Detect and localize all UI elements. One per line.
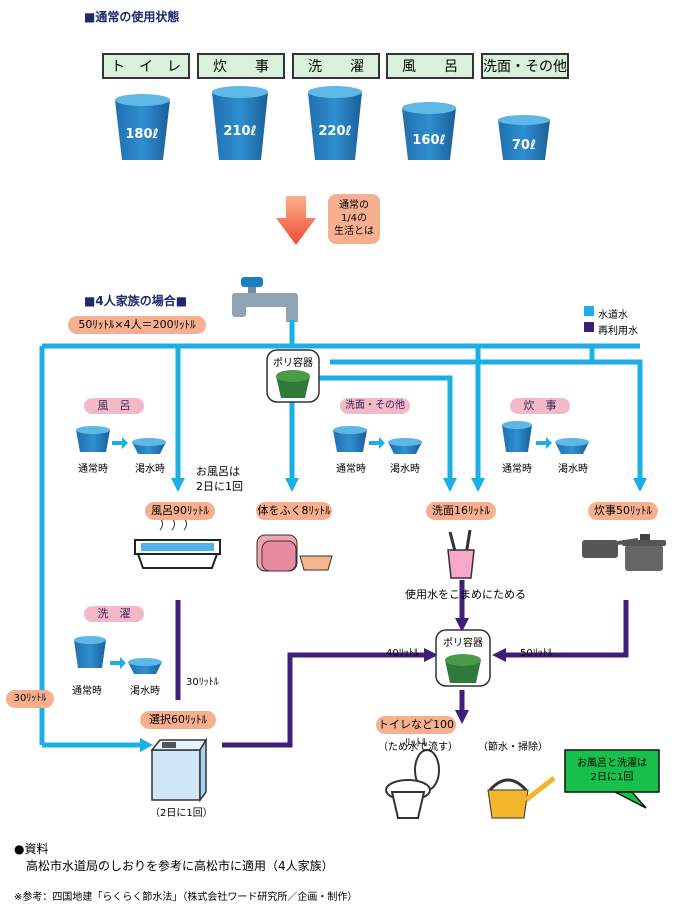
callout-text: お風呂と洗濯は 2日に1回 (577, 758, 647, 783)
use-laundry: 選択60ﾘｯﾄﾙ (140, 711, 216, 729)
group-wash: 洗面・その他 (340, 398, 410, 414)
cook-drought-label: 渇水時 (558, 464, 588, 475)
cup-toilet-icon (115, 94, 170, 160)
tap-water-lines (39, 320, 643, 748)
use-bath: 風呂90ﾘｯﾄﾙ (145, 502, 215, 520)
reference-note: ※参考：四国地建「らくらく節水法」（株式会社ワード研究所／企画・制作） (14, 892, 358, 903)
laundry-normal-label: 通常時 (72, 686, 102, 697)
cup-wash-icon (498, 115, 550, 160)
wash-normal-label: 通常時 (336, 464, 366, 475)
flow-30-laundry: 30ﾘｯﾄﾙ (186, 677, 219, 688)
bath-drought-label: 渇水時 (135, 464, 165, 475)
category-toilet: ト イ レ (102, 53, 190, 79)
legend-tap-label: 水道水 (598, 310, 628, 321)
amount-wash: 70ℓ (511, 138, 537, 153)
source-title: ●資料 (14, 842, 49, 856)
poly-container-icon (266, 349, 320, 403)
amount-bath: 160ℓ (412, 133, 446, 148)
poly-container-2-label: ポリ容器 (443, 638, 483, 649)
towel-icon (256, 534, 333, 572)
legend-reuse-swatch (584, 322, 594, 332)
laundry-compare-icon (74, 636, 162, 674)
category-cooking: 炊 事 (197, 53, 285, 79)
flow-40: 40ﾘｯﾄﾙ (386, 648, 419, 659)
flow-50: 50ﾘｯﾄﾙ (520, 648, 553, 659)
laundry-drought-label: 渇水時 (130, 686, 160, 697)
source-text: 高松市水道局のしおりを参考に高松市に適用（4人家族） (26, 859, 334, 873)
cup-bath-icon (402, 102, 456, 160)
use-face: 洗面16ﾘｯﾄﾙ (426, 502, 496, 520)
laundry-frequency-note: （2日に1回） (150, 808, 213, 819)
clean-sub-note: （節水・掃除） (478, 742, 548, 753)
reuse-arrowheads (424, 618, 506, 724)
group-bath: 風 呂 (84, 398, 144, 414)
amount-cooking: 210ℓ (223, 124, 257, 139)
use-cook: 炊事50ﾘｯﾄﾙ (588, 502, 658, 520)
tap-arrowheads (140, 478, 647, 752)
down-arrow-icon (276, 196, 316, 245)
toothbrush-cup-icon (447, 529, 475, 579)
callout-bubble (564, 749, 660, 809)
bath-compare-icon (76, 426, 166, 454)
watering-can-icon (487, 776, 556, 819)
category-bath: 風 呂 (386, 53, 474, 79)
category-wash-other: 洗面・その他 (481, 53, 569, 79)
section-title-normal: ■通常の使用状態 (84, 10, 180, 24)
legend-reuse-label: 再利用水 (598, 326, 638, 337)
save-note: 使用水をこまめにためる (405, 588, 526, 601)
group-laundry: 洗 濯 (84, 606, 144, 622)
cook-normal-label: 通常時 (502, 464, 532, 475)
legend-tap-swatch (584, 306, 594, 316)
cooking-compare-icon (502, 421, 589, 454)
wash-compare-icon (333, 426, 422, 454)
section-title-family: ■4人家族の場合■ (84, 294, 188, 308)
use-body: 体をふく8ﾘｯﾄﾙ (256, 502, 332, 520)
faucet-icon (232, 277, 298, 322)
use-toilet: トイレなど100ﾘｯﾄﾙ (376, 716, 456, 749)
pots-icon (582, 534, 666, 571)
category-laundry: 洗 濯 (292, 53, 380, 79)
family-calc: 50ﾘｯﾄﾙ×4人＝200ﾘｯﾄﾙ (68, 316, 206, 334)
bath-frequency-note: お風呂は 2日に1回 (196, 465, 243, 493)
quarter-note: 通常の 1/4の 生活とは (328, 194, 380, 244)
poly-container-label: ポリ容器 (273, 358, 313, 369)
bath-normal-label: 通常時 (78, 464, 108, 475)
toilet-sub-note: （ため水で流す） (378, 742, 458, 753)
bathtub-icon (134, 505, 221, 569)
cup-laundry-icon (308, 86, 362, 160)
amount-laundry: 220ℓ (318, 124, 352, 139)
wash-drought-label: 渇水時 (390, 464, 420, 475)
toilet-icon (385, 749, 440, 819)
group-cooking: 炊 事 (510, 398, 570, 414)
reuse-water-lines (175, 580, 629, 748)
washing-machine-icon (150, 737, 208, 803)
cup-cooking-icon (212, 86, 268, 160)
amount-toilet: 180ℓ (125, 127, 159, 142)
poly-container-2-icon (435, 629, 491, 687)
flow-30-tap: 30ﾘｯﾄﾙ (6, 690, 54, 708)
